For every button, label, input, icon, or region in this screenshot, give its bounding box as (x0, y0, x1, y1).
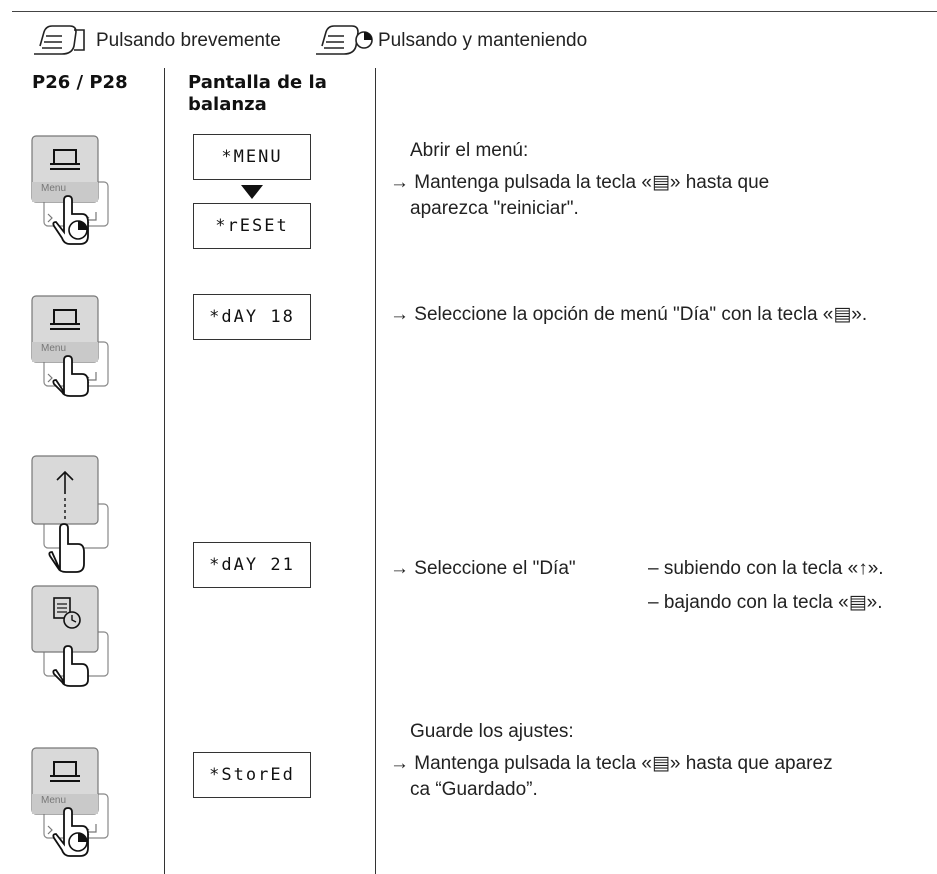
step4-instruction-line2: ca “Guardado”. (410, 779, 538, 800)
print-clock-key-illustration (31, 585, 109, 687)
step4-instruction-line1: → Mantenga pulsada la tecla «▤» hasta qu… (390, 753, 833, 774)
display-stored: *StorEd (193, 752, 311, 798)
display-day-21: *dAY 21 (193, 542, 311, 588)
print-key-press-illustration (31, 295, 109, 397)
hand-hold-icon (316, 25, 373, 55)
step3-option-down: – bajando con la tecla «▤». (648, 592, 883, 613)
step2-instruction: → Seleccione la opción de menú "Día" con… (390, 304, 868, 325)
legend-long-press: Pulsando y manteniendo (378, 30, 588, 51)
hand-press-icon (34, 25, 85, 55)
display-reset: *rESEt (193, 203, 311, 249)
step4-intro: Guarde los ajustes: (410, 721, 574, 742)
menu-key-sublabel: Menu (41, 795, 67, 806)
up-arrow-key-illustration (31, 455, 109, 573)
step3-option-up: – subiendo con la tecla «↑». (648, 558, 884, 579)
legend-short-press: Pulsando brevemente (96, 30, 281, 51)
column-divider-right (375, 68, 376, 874)
print-key-hold-illustration (31, 747, 109, 857)
step1-instruction-line1: → Mantenga pulsada la tecla «▤» hasta qu… (390, 172, 770, 193)
menu-key-sublabel: Menu (41, 183, 67, 194)
column-header-display-line1: Pantalla de la (188, 72, 327, 93)
display-day-18: *dAY 18 (193, 294, 311, 340)
print-key-hold-illustration (31, 135, 109, 245)
step1-instruction-line2: aparezca "reiniciar". (410, 198, 579, 219)
display-menu: *MENU (193, 134, 311, 180)
step1-intro: Abrir el menú: (410, 140, 529, 161)
step3-instruction: → Seleccione el "Día" (390, 558, 576, 579)
column-header-model: P26 / P28 (32, 72, 128, 93)
top-rule (12, 11, 937, 12)
menu-key-sublabel: Menu (41, 343, 67, 354)
column-header-display-line2: balanza (188, 94, 267, 115)
column-divider-left (164, 68, 165, 874)
down-arrow-indicator (241, 185, 263, 199)
